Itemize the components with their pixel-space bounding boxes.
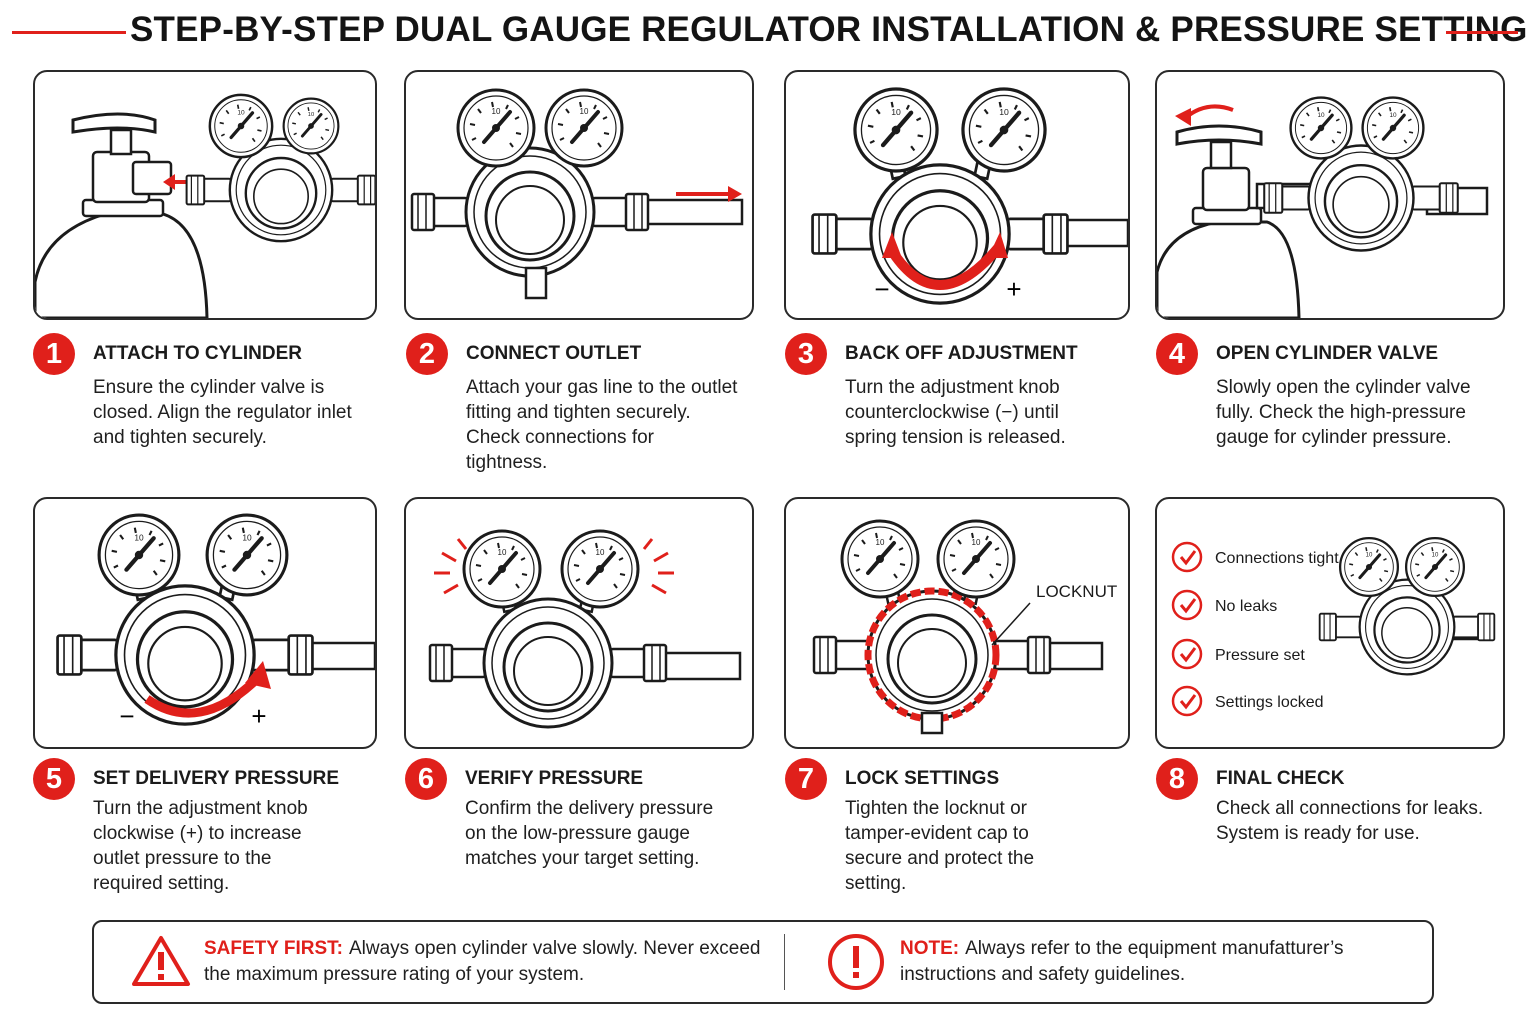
exclamation-circle-icon — [828, 934, 884, 990]
step-description: Check all connections for leaks. System … — [1216, 798, 1484, 844]
step-title: FINAL CHECK — [1216, 768, 1345, 789]
title-rule-left — [12, 31, 126, 34]
step-title: CONNECT OUTLET — [466, 343, 642, 364]
check-item: Connections tight — [1171, 541, 1339, 573]
check-item: Settings locked — [1171, 685, 1324, 717]
arrow-left-icon — [163, 174, 175, 190]
note-text: Always refer to the equipment manufattur… — [900, 938, 1344, 985]
step-number: 2 — [406, 333, 448, 375]
safety-lead: SAFETY FIRST: — [204, 938, 343, 959]
step-description: Turn the adjustment knob counterclockwis… — [845, 377, 1066, 448]
note-lead: NOTE: — [900, 938, 960, 959]
handwheel-shape — [71, 112, 157, 134]
step-6-illustration — [404, 497, 754, 749]
step-7-illustration: LOCKNUT — [784, 497, 1130, 749]
highlight-rays-icon — [434, 538, 674, 595]
step-description: Attach your gas line to the outlet fitti… — [466, 377, 738, 473]
step-8-illustration: Connections tight No leaks Pressure set … — [1155, 497, 1505, 749]
step-title: OPEN CYLINDER VALVE — [1216, 343, 1439, 364]
step-description: Confirm the delivery pressure on the low… — [465, 798, 714, 869]
step-2-illustration — [404, 70, 754, 320]
step-title: BACK OFF ADJUSTMENT — [845, 343, 1078, 364]
step-number: 4 — [1156, 333, 1198, 375]
check-item: No leaks — [1171, 589, 1277, 621]
title-bar: STEP-BY-STEP DUAL GAUGE REGULATOR INSTAL… — [0, 8, 1536, 56]
check-label: Settings locked — [1215, 694, 1324, 711]
title-rule-right — [1446, 31, 1518, 34]
check-label: Connections tight — [1215, 550, 1339, 567]
step-title: SET DELIVERY PRESSURE — [93, 768, 340, 789]
arrow-right-icon — [728, 186, 742, 202]
step-description: Slowly open the cylinder valve fully. Ch… — [1216, 377, 1471, 448]
footer-notice: SAFETY FIRST:Always open cylinder valve … — [92, 920, 1434, 1004]
cylinder-shape — [35, 212, 209, 318]
check-item: Pressure set — [1171, 638, 1305, 670]
step-description: Ensure the cylinder valve is closed. Ali… — [93, 377, 352, 448]
check-icon — [1171, 638, 1203, 670]
minus-label: − — [874, 274, 889, 304]
check-icon — [1171, 685, 1203, 717]
check-label: No leaks — [1215, 598, 1277, 615]
step-3-illustration: − + — [784, 70, 1130, 320]
check-icon — [1171, 589, 1203, 621]
step-number: 3 — [785, 333, 827, 375]
step-description: Tighten the locknut or tamper-evident ca… — [845, 798, 1035, 894]
callout-leader — [991, 602, 1031, 646]
step-title: ATTACH TO CYLINDER — [93, 343, 302, 364]
minus-label: − — [119, 701, 134, 731]
safety-text: Always open cylinder valve slowly. Never… — [204, 938, 761, 985]
rotate-cw-icon — [144, 675, 261, 718]
locknut-callout: LOCKNUT — [1036, 582, 1117, 601]
step-number: 5 — [33, 758, 75, 800]
step-number: 6 — [405, 758, 447, 800]
check-label: Pressure set — [1215, 647, 1305, 664]
rotate-arrow-icon — [885, 244, 1002, 290]
step-4-illustration — [1155, 70, 1505, 320]
step-title: LOCK SETTINGS — [845, 768, 1000, 789]
step-1-illustration — [33, 70, 377, 320]
safety-note: SAFETY FIRST:Always open cylinder valve … — [204, 936, 764, 988]
step-number: 8 — [1156, 758, 1198, 800]
check-icon — [1171, 541, 1203, 573]
rotate-ccw-icon — [1183, 104, 1234, 120]
step-title: VERIFY PRESSURE — [465, 768, 644, 789]
plus-label: + — [1006, 274, 1021, 304]
step-number: 7 — [785, 758, 827, 800]
step-description: Turn the adjustment knob clockwise (+) t… — [93, 798, 308, 894]
page-title: STEP-BY-STEP DUAL GAUGE REGULATOR INSTAL… — [130, 10, 1528, 49]
general-note: NOTE:Always refer to the equipment manuf… — [900, 936, 1400, 988]
step-5-illustration: − + — [33, 497, 377, 749]
footer-divider — [784, 934, 785, 990]
step-number: 1 — [33, 333, 75, 375]
checklist: Connections tight No leaks Pressure set … — [1171, 541, 1339, 717]
plus-label: + — [251, 701, 266, 731]
warning-triangle-icon — [132, 936, 190, 986]
